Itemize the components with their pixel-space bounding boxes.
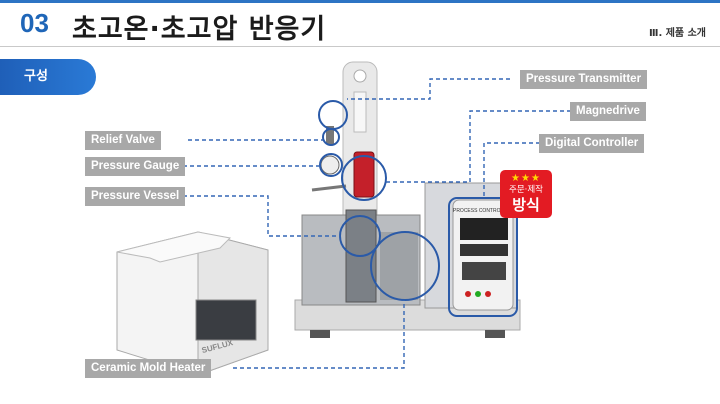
label-pressure-transmitter: Pressure Transmitter bbox=[520, 70, 648, 89]
label-ceramic-mold-heater: Ceramic Mold Heater bbox=[85, 359, 212, 378]
label-digital-controller: Digital Controller bbox=[539, 134, 645, 153]
tab-composition[interactable]: 구성 bbox=[0, 59, 96, 95]
callout-box-controller bbox=[448, 197, 518, 317]
header-divider bbox=[0, 46, 720, 47]
callout-circle-magnedrive bbox=[341, 155, 387, 201]
badge-line-1: 주문·제작 bbox=[509, 185, 543, 195]
custom-order-badge: ★★★ 주문·제작 방식 bbox=[500, 170, 552, 218]
page-title: 초고온·초고압 반응기 bbox=[72, 14, 327, 45]
section-number: 03 bbox=[20, 8, 49, 38]
label-magnedrive: Magnedrive bbox=[570, 102, 646, 121]
label-pressure-vessel: Pressure Vessel bbox=[85, 187, 186, 206]
callout-circle-heater bbox=[370, 231, 440, 301]
callout-circle-relief bbox=[322, 128, 340, 146]
star-icon: ★★★ bbox=[511, 173, 541, 184]
top-accent-line bbox=[0, 0, 720, 3]
section-label: Ⅲ. 제품 소개 bbox=[648, 28, 706, 39]
controller-panel-label: PROCESS CONTROLLER bbox=[453, 208, 513, 214]
callout-circle-gauge bbox=[319, 153, 343, 177]
label-relief-valve: Relief Valve bbox=[85, 131, 161, 150]
label-pressure-gauge: Pressure Gauge bbox=[85, 157, 186, 176]
badge-line-2: 방식 bbox=[512, 196, 540, 214]
